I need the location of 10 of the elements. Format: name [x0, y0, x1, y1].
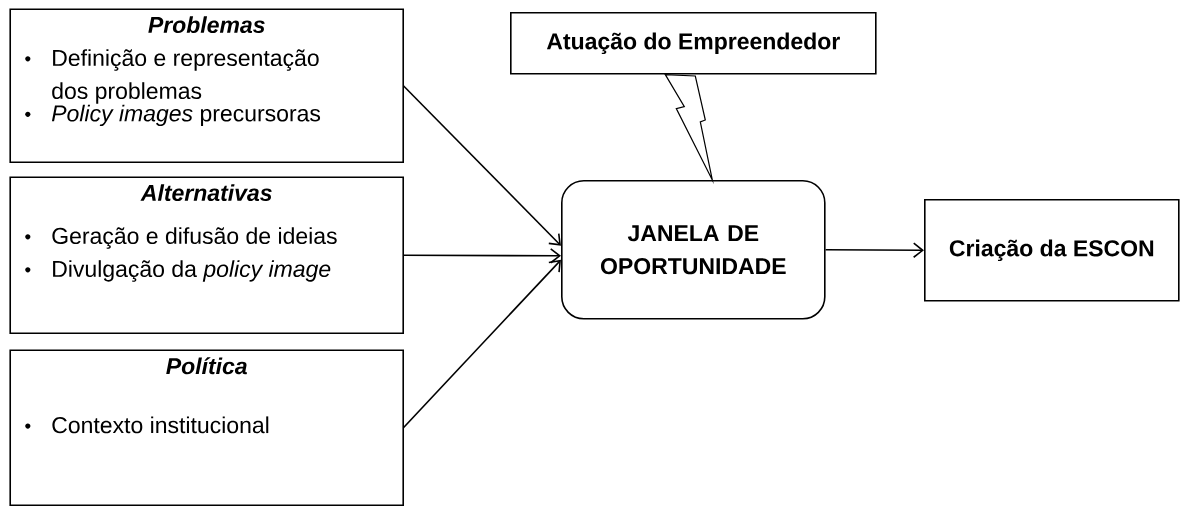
arrow [824, 242, 924, 259]
arrow [402, 259, 561, 429]
rounded-box: JANELA DE OPORTUNIDADE [561, 180, 826, 320]
category-box: Alternativas Geração e difusão de ideias Divulgação da policy image [9, 176, 404, 334]
process-box: Criação da ESCON [924, 199, 1180, 302]
process-box: Atuação do Empreendedor [510, 12, 877, 75]
arrow [402, 84, 561, 246]
arrow [402, 247, 561, 264]
category-box: Problemas Definição e representação dos problemas Policy images precursoras [9, 8, 404, 163]
category-box: Política Contexto institucional [9, 349, 404, 506]
